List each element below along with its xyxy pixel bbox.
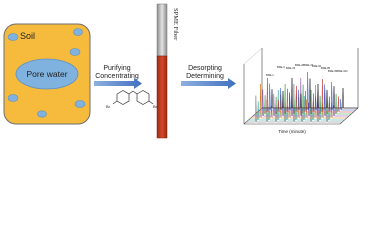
droplet — [69, 48, 81, 56]
step1-line2: Concentrating — [95, 73, 139, 80]
axis-box — [261, 48, 359, 109]
x-axis-label: Time (minute) — [278, 129, 306, 134]
benzene-ring-left — [116, 90, 130, 105]
chromatogram-traces — [245, 71, 358, 123]
depth-axis — [339, 107, 359, 125]
droplet — [73, 28, 83, 36]
bromine-left: Br — [106, 104, 111, 109]
droplet — [7, 33, 19, 41]
soil-panel: Soil Pore water — [3, 23, 91, 125]
peak-label: BDE-100 — [337, 69, 348, 73]
step2-line1: Desorpting — [188, 65, 222, 72]
peak-label: BDE-28 — [295, 63, 305, 67]
peak-label: BDE-66 — [312, 64, 322, 68]
benzene-ring-right — [136, 90, 150, 105]
fiber-label: SPME Fiber — [172, 8, 179, 41]
droplet — [7, 94, 19, 102]
peak-label: BDE-47 — [304, 63, 314, 67]
scheme-canvas: Soil Pore water Purifying Concentrating … — [3, 3, 359, 139]
chromatogram-trace — [259, 71, 356, 111]
step-purify: Purifying Concentrating — [94, 65, 142, 89]
step2-line2: Determining — [186, 73, 224, 80]
peak-label: BDE-3 — [277, 65, 285, 69]
step-desorb: Desorpting Determining — [181, 65, 236, 89]
pore-water-label: Pore water — [26, 69, 67, 79]
chromatogram-trace — [262, 77, 358, 109]
fiber-coating — [156, 55, 168, 139]
bromine-right: Br — [153, 104, 158, 109]
depth-axis — [243, 47, 263, 65]
peak-label: BDE-15 — [286, 66, 296, 70]
peak-label: BDE-85 — [321, 66, 331, 70]
droplet — [74, 100, 86, 108]
peak-label: BDE-99 — [328, 69, 338, 73]
chromatogram-trace — [257, 77, 354, 113]
droplet — [37, 110, 47, 118]
spme-fiber: SPME Fiber — [156, 3, 179, 139]
soil-title: Soil — [20, 31, 35, 41]
pbde-molecule — [112, 90, 154, 105]
arrow-right-icon — [181, 78, 236, 89]
step1-line1: Purifying — [103, 65, 130, 72]
arrow-right-icon — [94, 78, 142, 89]
fiber-shaft — [156, 3, 168, 57]
pore-water-blob — [15, 58, 79, 90]
peak-label: BDE-1 — [266, 73, 274, 77]
